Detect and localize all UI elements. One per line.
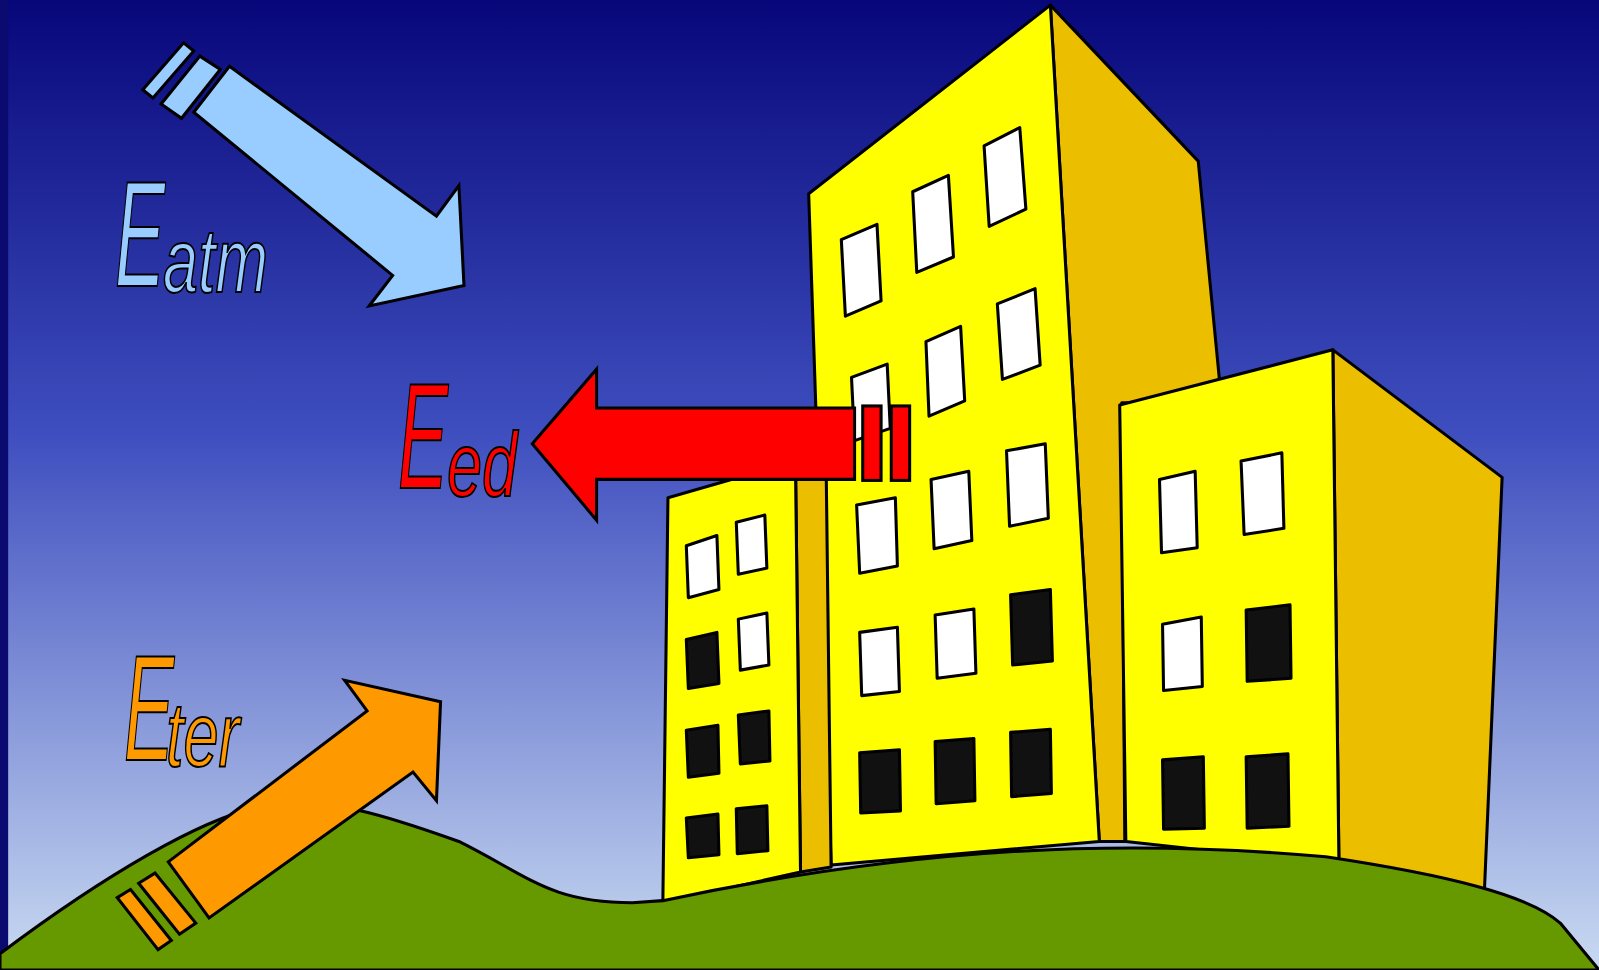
frame-edge xyxy=(0,0,8,970)
building-front xyxy=(1120,350,1339,865)
subscript-text: atm xyxy=(163,216,268,306)
windows xyxy=(686,127,1291,857)
emission-arrow xyxy=(532,369,909,520)
atmospheric-arrow xyxy=(143,43,464,306)
subscript-text: ed xyxy=(447,420,517,510)
symbol-letter: E xyxy=(115,159,165,309)
symbol-letter: E xyxy=(398,361,448,511)
building-front xyxy=(663,461,801,903)
subscript-text: ter xyxy=(166,690,240,780)
building-side xyxy=(1333,350,1502,906)
